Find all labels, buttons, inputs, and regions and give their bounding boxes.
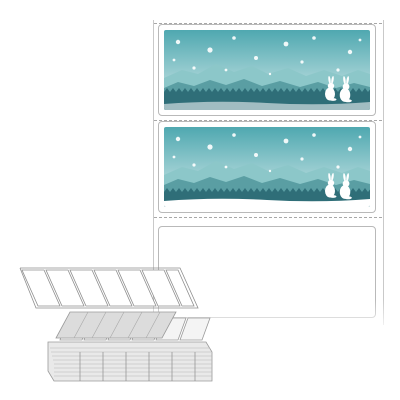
snowflake bbox=[172, 155, 176, 159]
snowflake bbox=[347, 49, 353, 55]
stack-strip bbox=[21, 269, 195, 307]
snowflake bbox=[268, 72, 272, 76]
perforation-line bbox=[154, 120, 382, 121]
snowflake bbox=[232, 36, 236, 40]
winter-scene bbox=[164, 127, 370, 207]
snowflake bbox=[336, 165, 340, 169]
snowflake bbox=[192, 163, 196, 167]
snowflake bbox=[224, 68, 228, 72]
label-artwork bbox=[164, 127, 370, 207]
snowflake bbox=[283, 41, 289, 47]
label-printed-1 bbox=[158, 24, 376, 116]
snowflake bbox=[300, 60, 304, 64]
snowflake bbox=[268, 169, 272, 173]
snowflake bbox=[175, 136, 181, 142]
rabbit bbox=[339, 76, 352, 103]
winter-scene bbox=[164, 30, 370, 110]
snowflake bbox=[224, 165, 228, 169]
perforation-line bbox=[154, 23, 382, 24]
rabbit bbox=[325, 173, 337, 198]
snowflake bbox=[283, 138, 289, 144]
label-printed-2 bbox=[158, 121, 376, 213]
snowflake bbox=[358, 135, 362, 139]
snowflake bbox=[232, 133, 236, 137]
stack-strip-edge bbox=[19, 267, 199, 309]
snowflake bbox=[312, 133, 316, 137]
label-artwork bbox=[164, 30, 370, 110]
snowflake bbox=[172, 58, 176, 62]
snowflake bbox=[207, 144, 213, 150]
snowflake bbox=[312, 36, 316, 40]
rabbit bbox=[325, 76, 337, 101]
snowflake bbox=[175, 39, 181, 45]
stack-base bbox=[47, 341, 213, 382]
snowflake bbox=[254, 153, 258, 157]
rabbit bbox=[339, 173, 352, 200]
snowflake bbox=[347, 146, 353, 152]
perforation-line bbox=[154, 217, 382, 218]
snowflake bbox=[358, 38, 362, 42]
snow-ground bbox=[164, 198, 370, 207]
snowflake bbox=[254, 56, 258, 60]
snowflake bbox=[207, 47, 213, 53]
stack-fold bbox=[55, 311, 177, 339]
snowflake bbox=[300, 157, 304, 161]
snow-ground bbox=[164, 101, 370, 110]
snowflake bbox=[192, 66, 196, 70]
snowflake bbox=[336, 68, 340, 72]
